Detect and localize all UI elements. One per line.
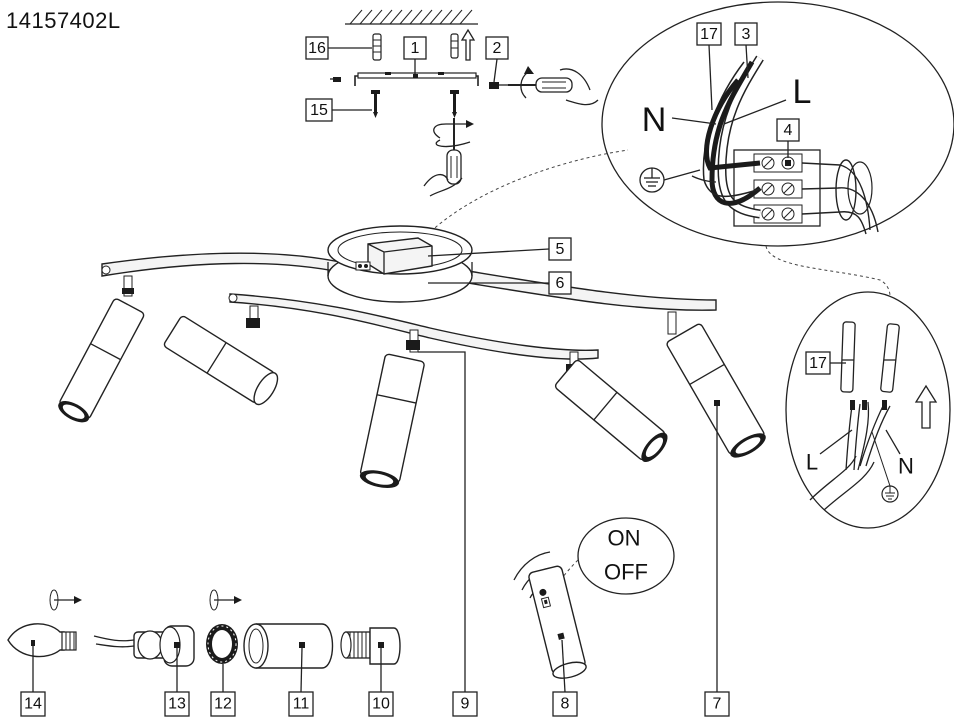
screwdriver-bottom — [423, 118, 474, 197]
svg-text:8: 8 — [561, 696, 570, 713]
callout-2: 2 — [485, 36, 509, 83]
cable-detail-oval: L N — [785, 291, 951, 529]
small-screw-right — [489, 82, 510, 89]
svg-text:6: 6 — [556, 275, 565, 292]
callout-8: 8 — [552, 639, 578, 717]
callout-14: 14 — [20, 646, 46, 717]
callout-17-top: 17 — [696, 22, 722, 111]
callout-12: 12 — [210, 664, 236, 717]
spotlight-1 — [58, 275, 145, 423]
live-label-small: L — [806, 450, 818, 475]
callout-9: 9 — [418, 351, 478, 717]
ceiling-canopy — [327, 225, 473, 303]
svg-text:2: 2 — [493, 40, 502, 57]
leader-canopy-to-wiring — [421, 149, 629, 241]
ceiling-hatch — [345, 9, 478, 25]
lamp-shade — [243, 623, 334, 669]
svg-text:12: 12 — [214, 696, 232, 713]
callout-16: 16 — [305, 36, 372, 60]
svg-text:3: 3 — [742, 26, 751, 43]
mounting-bracket — [354, 72, 479, 86]
callout-1: 1 — [403, 36, 427, 74]
wall-plug-insert — [450, 28, 476, 61]
svg-text:9: 9 — [461, 696, 470, 713]
callout-11: 11 — [288, 647, 314, 717]
screwdriver-right — [508, 66, 599, 106]
svg-text:17: 17 — [700, 26, 718, 43]
terminal-row-3 — [753, 204, 803, 224]
threaded-ring — [206, 589, 242, 664]
svg-text:15: 15 — [310, 102, 328, 119]
ceiling-screw-center — [450, 90, 459, 118]
callout-13: 13 — [164, 648, 190, 717]
callout-17-right: 17 — [805, 351, 846, 375]
svg-text:4: 4 — [784, 122, 793, 139]
callout-4: 4 — [776, 118, 800, 158]
small-screw-left — [330, 77, 341, 82]
svg-text:7: 7 — [713, 696, 722, 713]
svg-text:13: 13 — [168, 696, 186, 713]
lamp-socket — [93, 625, 195, 667]
callout-3: 3 — [734, 22, 758, 79]
svg-text:17: 17 — [809, 355, 827, 372]
callout-15: 15 — [305, 98, 372, 122]
spotlight-5 — [666, 311, 766, 458]
switch-off-label: OFF — [604, 560, 648, 585]
terminal-row-2 — [753, 179, 803, 199]
callout-7: 7 — [704, 400, 730, 717]
shade-holder — [340, 627, 401, 665]
wall-plug — [372, 33, 382, 61]
svg-text:16: 16 — [308, 40, 326, 57]
neutral-label-small: N — [898, 454, 914, 479]
neutral-label-large: N — [642, 101, 667, 139]
live-label-large: L — [793, 73, 812, 111]
switch-detail: ON OFF — [513, 517, 675, 679]
switch-on-label: ON — [608, 526, 641, 551]
product-code: 14157402L — [6, 8, 121, 33]
ceiling-bar-front — [228, 293, 599, 360]
spotlight-4 — [554, 351, 668, 462]
svg-text:10: 10 — [372, 696, 390, 713]
svg-text:1: 1 — [411, 40, 420, 57]
leader-wiring-to-detail — [765, 245, 891, 297]
callout-10: 10 — [368, 648, 394, 717]
svg-text:5: 5 — [556, 241, 565, 258]
ceiling-screw — [371, 90, 380, 118]
callout-5: 5 — [427, 237, 572, 261]
svg-text:14: 14 — [24, 696, 42, 713]
callout-6: 6 — [428, 271, 572, 295]
spotlight-3 — [359, 329, 425, 488]
spotlight-2 — [163, 305, 279, 406]
svg-text:11: 11 — [293, 696, 310, 713]
terminal-row-1 — [753, 153, 803, 173]
candle-bulb — [7, 589, 82, 658]
